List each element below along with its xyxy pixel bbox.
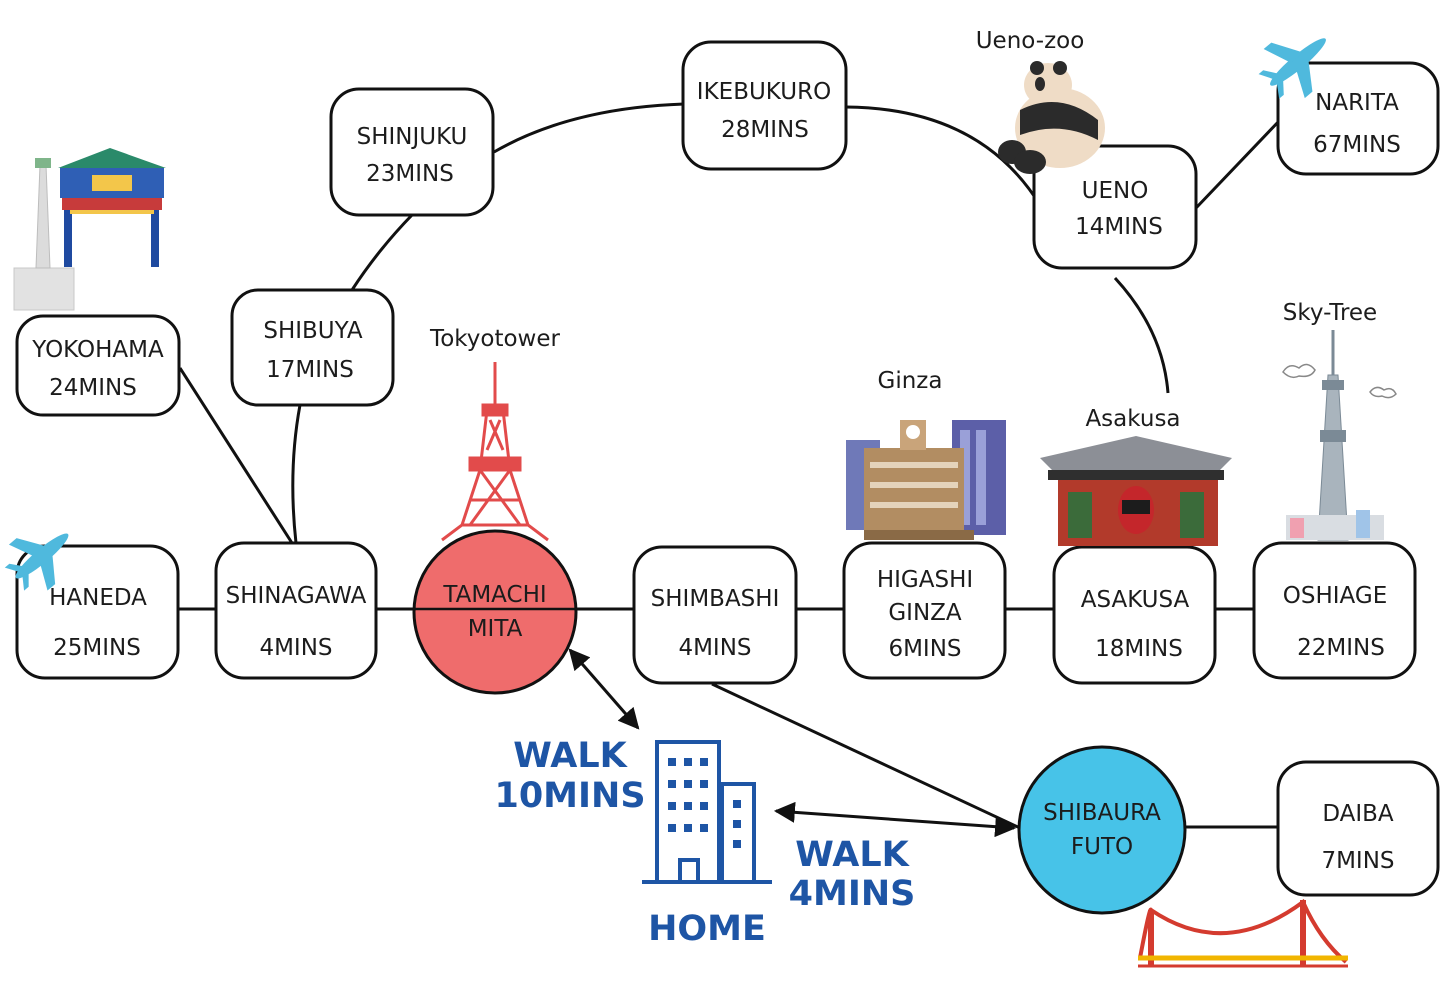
station-asakusa: ASAKUSA 18MINS (1052, 545, 1217, 685)
line-ueno-narita (1194, 118, 1282, 210)
line-yokohama-shinagawa (178, 367, 294, 544)
station-box (681, 40, 848, 171)
station-name: UENO (1082, 178, 1149, 204)
station-box (15, 314, 181, 417)
station-time: 24MINS (49, 375, 137, 401)
station-name: SHIMBASHI (651, 586, 780, 612)
station-narita: NARITA 67MINS (1276, 61, 1440, 176)
station-box (1276, 61, 1440, 176)
station-name: SHIBUYA (263, 318, 363, 344)
station-name-line2: GINZA (888, 600, 962, 626)
walk-label-line2: 10MINS (494, 776, 645, 816)
walk-arrow-tamachi-home (568, 648, 640, 730)
walk-arrow-home-shibaura (773, 801, 1017, 838)
line-shinjuku-ikebukuro (493, 102, 685, 154)
station-name-line1: TAMACHI (442, 582, 546, 608)
chinatown-gate-icon (13, 148, 166, 311)
station-name-line2: FUTO (1071, 834, 1133, 860)
station-box (1252, 541, 1417, 680)
station-haneda: HANEDA 25MINS (15, 544, 180, 680)
station-name: OSHIAGE (1283, 583, 1387, 609)
station-name: HANEDA (49, 585, 147, 611)
station-time: 18MINS (1095, 636, 1183, 662)
station-shibaura-futo: SHIBAURA FUTO (1017, 745, 1187, 915)
station-box (230, 288, 395, 407)
sky-tree-icon (1282, 330, 1397, 541)
station-box (1276, 760, 1440, 897)
station-tamachi-mita: TAMACHI MITA (412, 529, 578, 695)
station-name: ASAKUSA (1081, 587, 1190, 613)
line-shibuya-shinjuku (350, 213, 414, 291)
station-time: 7MINS (1321, 848, 1394, 874)
station-shinagawa: SHINAGAWA 4MINS (214, 541, 378, 680)
station-oshiage: OSHIAGE 22MINS (1252, 541, 1417, 680)
station-shibuya: SHIBUYA 17MINS (230, 288, 395, 407)
walk-arrows (568, 648, 1017, 838)
station-yokohama: YOKOHAMA 24MINS (15, 314, 181, 417)
station-box (1032, 144, 1198, 270)
station-shimbashi: SHIMBASHI 4MINS (632, 545, 798, 685)
station-name-line2: MITA (468, 616, 523, 642)
home-building-icon (642, 740, 772, 884)
walk-label-shibaura: WALK 4MINS (789, 835, 916, 914)
station-time: 28MINS (721, 117, 809, 143)
tokyo-tower-icon (441, 362, 549, 542)
airplane-icon (4, 533, 69, 591)
walk-label-line2: 4MINS (789, 874, 916, 914)
home-windows (668, 758, 741, 848)
station-time: 25MINS (53, 635, 141, 661)
station-name: NARITA (1315, 90, 1399, 116)
walk-label-line1: WALK (513, 736, 628, 776)
station-name-line1: SHIBAURA (1043, 800, 1161, 826)
station-time: 23MINS (366, 161, 454, 187)
airplane-icon (1258, 38, 1326, 99)
line-shimbashi-shibaura (711, 682, 1021, 830)
station-name: SHINJUKU (357, 124, 468, 150)
station-ueno: UENO 14MINS (1032, 144, 1198, 270)
ginza-building-icon (846, 420, 1006, 540)
landmark-label-sky-tree: Sky-Tree (1283, 300, 1377, 326)
line-shinagawa-shibuya (291, 404, 302, 544)
station-name: YOKOHAMA (31, 337, 164, 363)
walk-label-tamachi: WALK 10MINS (494, 736, 645, 816)
station-box (842, 541, 1007, 680)
station-time: 6MINS (888, 636, 961, 662)
kaminarimon-gate-icon (1040, 436, 1232, 546)
station-daiba: DAIBA 7MINS (1276, 760, 1440, 897)
station-name: DAIBA (1322, 801, 1394, 827)
rainbow-bridge-icon (1138, 898, 1348, 968)
station-box (329, 87, 495, 217)
station-box (15, 544, 180, 680)
station-time: 14MINS (1075, 214, 1163, 240)
station-time: 22MINS (1297, 635, 1385, 661)
station-name-line1: HIGASHI (877, 567, 973, 593)
landmark-label-asakusa: Asakusa (1085, 406, 1180, 432)
station-name: IKEBUKURO (697, 79, 831, 105)
line-ueno-asakusa (1113, 276, 1170, 394)
station-shinjuku: SHINJUKU 23MINS (329, 87, 495, 217)
station-time: 17MINS (266, 357, 354, 383)
station-higashi-ginza: HIGASHI GINZA 6MINS (842, 541, 1007, 680)
landmark-label-tokyotower: Tokyotower (429, 326, 560, 352)
station-circle (1017, 745, 1187, 915)
station-time: 4MINS (259, 635, 332, 661)
station-box (1052, 545, 1217, 685)
station-time: 67MINS (1313, 132, 1401, 158)
station-ikebukuro: IKEBUKURO 28MINS (681, 40, 848, 171)
station-circle (412, 529, 578, 695)
landmark-label-ginza: Ginza (878, 368, 943, 394)
home-label: HOME (648, 909, 766, 949)
station-box (632, 545, 798, 685)
station-name: SHINAGAWA (226, 583, 367, 609)
line-ikebukuro-ueno (845, 105, 1042, 206)
station-time: 4MINS (678, 635, 751, 661)
panda-icon (998, 61, 1105, 174)
station-box (214, 541, 378, 680)
walk-label-line1: WALK (795, 835, 910, 875)
landmark-label-ueno-zoo: Ueno-zoo (976, 28, 1085, 54)
